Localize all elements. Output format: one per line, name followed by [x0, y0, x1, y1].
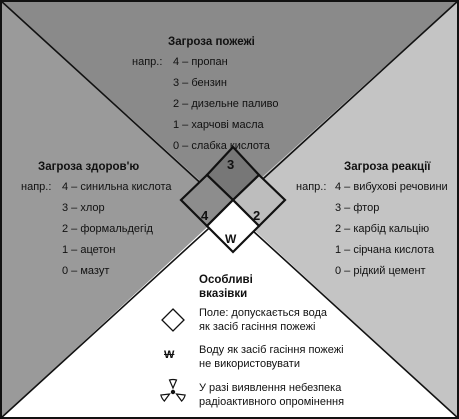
- fire-item: 3 – бензин: [173, 77, 227, 89]
- health-item: 1 – ацетон: [62, 244, 116, 256]
- reactivity-item: 1 – сірчана кислота: [335, 244, 435, 256]
- fire-rating-value: 3: [227, 157, 235, 172]
- reactivity-item: 2 – карбід кальцію: [335, 223, 430, 235]
- radiation-icon: [160, 378, 186, 402]
- legend-item-text: Поле: допускається вода: [199, 307, 327, 319]
- reactivity-item: 3 – фтор: [335, 202, 380, 214]
- health-title: Загроза здоров'ю: [38, 161, 140, 173]
- health-prefix: напр.:: [21, 181, 52, 193]
- fire-item: 2 – дизельне паливо: [173, 98, 279, 110]
- health-item: 3 – хлор: [62, 202, 105, 214]
- fire-item: 1 – харчові масла: [173, 119, 264, 131]
- reactivity-item: 0 – рідкий цемент: [335, 265, 426, 277]
- diamond-bottom-cell: [205, 198, 261, 254]
- reactivity-prefix: напр.:: [296, 181, 327, 193]
- legend-item-text: Воду як засіб гасіння пожежі: [199, 344, 344, 356]
- health-quadrant: [0, 0, 229, 419]
- health-item: 2 – формальдегід: [62, 223, 153, 235]
- no-water-icon: W: [164, 349, 175, 361]
- legend-item-text: як засіб гасіння пожежі: [199, 321, 316, 333]
- hazard-diamond: [179, 145, 287, 254]
- special-quadrant: [0, 207, 459, 419]
- health-rating-value: 4: [201, 208, 209, 223]
- fire-quadrant: [0, 0, 459, 207]
- special-symbol: W: [225, 232, 237, 246]
- fire-item: 0 – слабка кислота: [173, 140, 270, 152]
- reactivity-title: Загроза реакції: [344, 161, 431, 173]
- special-title-line1: Особливі: [199, 274, 253, 286]
- health-item: 4 – синильна кислота: [62, 181, 172, 193]
- legend-item-text: радіоактивного опромінення: [199, 396, 345, 408]
- fire-title: Загроза пожежі: [168, 36, 255, 48]
- empty-diamond-icon: [161, 308, 185, 332]
- reactivity-rating-value: 2: [253, 208, 261, 223]
- fire-item: 4 – пропан: [173, 56, 228, 68]
- reactivity-quadrant: [229, 0, 459, 419]
- fire-prefix: напр.:: [132, 56, 163, 68]
- reactivity-item: 4 – вибухові речовини: [335, 181, 448, 193]
- legend-item-text: не використовувати: [199, 358, 300, 370]
- health-item: 0 – мазут: [62, 265, 110, 277]
- special-title-line2: вказівки: [199, 288, 248, 300]
- legend-item-text: У разі виявлення небезпека: [199, 382, 342, 394]
